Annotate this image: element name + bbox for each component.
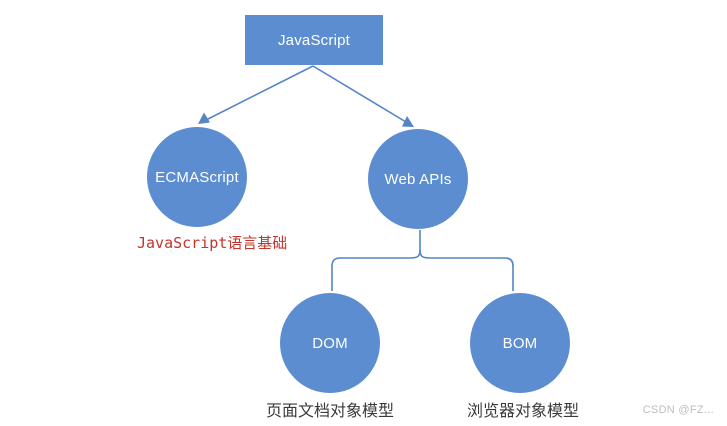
arrowhead-webapis (402, 116, 414, 127)
node-dom[interactable]: DOM (280, 293, 380, 393)
node-javascript[interactable]: JavaScript (245, 15, 383, 65)
edge-webapis-bom (419, 249, 514, 291)
bom-caption: 浏览器对象模型 (466, 403, 579, 420)
ecmascript-annotation: JavaScript语言基础 (137, 234, 288, 252)
arrowhead-ecmascript (198, 112, 210, 124)
edge-root-ecmascript (205, 65, 314, 121)
csdn-watermark: CSDN @FZ... (642, 404, 714, 416)
edge-root-webapis (312, 65, 407, 123)
dom-caption: 页面文档对象模型 (265, 403, 394, 420)
node-web-apis[interactable]: Web APIs (368, 129, 468, 229)
node-bom[interactable]: BOM (470, 293, 570, 393)
node-ecmascript[interactable]: ECMAScript (147, 127, 247, 227)
edge-webapis-dom (331, 249, 421, 291)
